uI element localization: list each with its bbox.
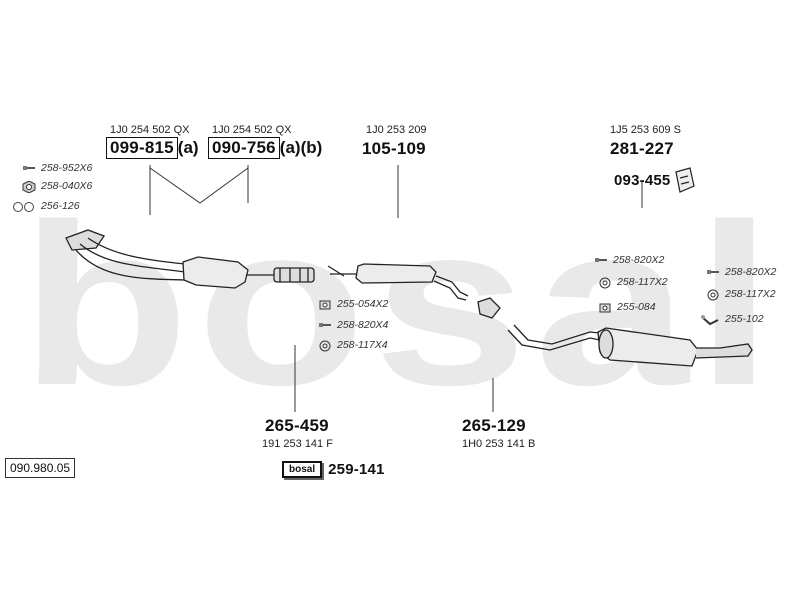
hardware-code: 258-820X2: [613, 254, 665, 266]
hardware-code: 258-820X2: [725, 266, 777, 278]
oem-number: 1J0 254 502 QX: [110, 124, 190, 136]
ring-icon: [706, 289, 720, 301]
hardware-item[interactable]: 258-040X6: [22, 180, 93, 193]
hardware-item[interactable]: 258-952X6: [22, 162, 92, 174]
hardware-code: 256-126: [41, 200, 80, 212]
rear-pipe: [507, 329, 601, 351]
hardware-code: 258-117X2: [725, 288, 776, 300]
leader-lines: [149, 165, 643, 412]
hardware-item[interactable]: 258-820X2: [594, 254, 664, 266]
bolt-icon: [22, 163, 36, 173]
part-099-815[interactable]: 099-815 (a): [106, 137, 199, 159]
part-suffix: (a): [177, 138, 199, 157]
hardware-item[interactable]: 256-126: [12, 200, 80, 212]
kit-number: 259-141: [328, 461, 385, 478]
nut-icon: [22, 181, 36, 193]
bracket-icon: [675, 167, 695, 193]
part-105-109[interactable]: 105-109: [362, 139, 426, 158]
hardware-code: 258-040X6: [41, 180, 93, 192]
ring-icon: [318, 340, 332, 352]
catalytic-converter: [182, 256, 249, 289]
watermark-text: bosal: [20, 176, 780, 433]
bolt-icon: [318, 320, 332, 330]
hardware-code: 255-102: [725, 313, 764, 325]
part-265-129[interactable]: 265-129: [462, 416, 526, 435]
tailpipe: [695, 343, 753, 359]
hardware-item[interactable]: 258-820X4: [318, 319, 388, 331]
joining-clamp: [477, 297, 501, 319]
gasket-icon: [12, 201, 36, 212]
hardware-item[interactable]: 258-820X2: [706, 266, 776, 278]
catalog-number: 090.980.05: [5, 458, 76, 478]
oem-number: 1J0 254 502 QX: [212, 124, 292, 136]
mounting-kit[interactable]: bosal 259-141: [282, 461, 385, 478]
part-265-459[interactable]: 265-459: [265, 416, 329, 435]
bolt-icon: [706, 267, 720, 277]
hardware-code: 258-117X4: [337, 339, 388, 351]
oem-number: 1J5 253 609 S: [610, 124, 681, 136]
part-093-455[interactable]: 093-455: [614, 172, 671, 189]
exhaust-system-drawing: [65, 229, 753, 367]
clamp-icon: [598, 302, 612, 313]
bosal-kit-badge: bosal: [282, 461, 323, 478]
front-downpipe: [75, 237, 186, 281]
part-281-227[interactable]: 281-227: [610, 139, 674, 158]
hardware-item[interactable]: 258-117X2: [598, 276, 668, 289]
hardware-item[interactable]: 255-084: [598, 301, 656, 313]
part-090-756[interactable]: 090-756 (a)(b): [208, 137, 322, 159]
hardware-code: 258-117X2: [617, 276, 668, 288]
bolt-icon: [594, 255, 608, 265]
oem-number: 1H0 253 141 B: [462, 438, 536, 450]
hanger-icon: [700, 314, 720, 326]
flex-pipe: [273, 267, 315, 283]
hardware-item[interactable]: 255-102: [700, 313, 764, 326]
hardware-item[interactable]: 258-117X2: [706, 288, 776, 301]
hardware-item[interactable]: 255-054X2: [318, 298, 388, 310]
hardware-code: 255-054X2: [337, 298, 389, 310]
part-suffix: (a)(b): [279, 138, 323, 157]
ring-icon: [598, 277, 612, 289]
oem-number: 191 253 141 F: [262, 438, 333, 450]
hardware-item[interactable]: 258-117X4: [318, 339, 388, 352]
centre-silencer: [355, 263, 437, 284]
manifold-flange: [65, 229, 105, 251]
part-number: 090-756: [208, 137, 280, 159]
clamp-icon: [318, 299, 332, 310]
hardware-code: 258-952X6: [41, 162, 93, 174]
hardware-code: 255-084: [617, 301, 656, 313]
part-number: 099-815: [106, 137, 178, 159]
oem-number: 1J0 253 209: [366, 124, 427, 136]
hardware-code: 258-820X4: [337, 319, 389, 331]
